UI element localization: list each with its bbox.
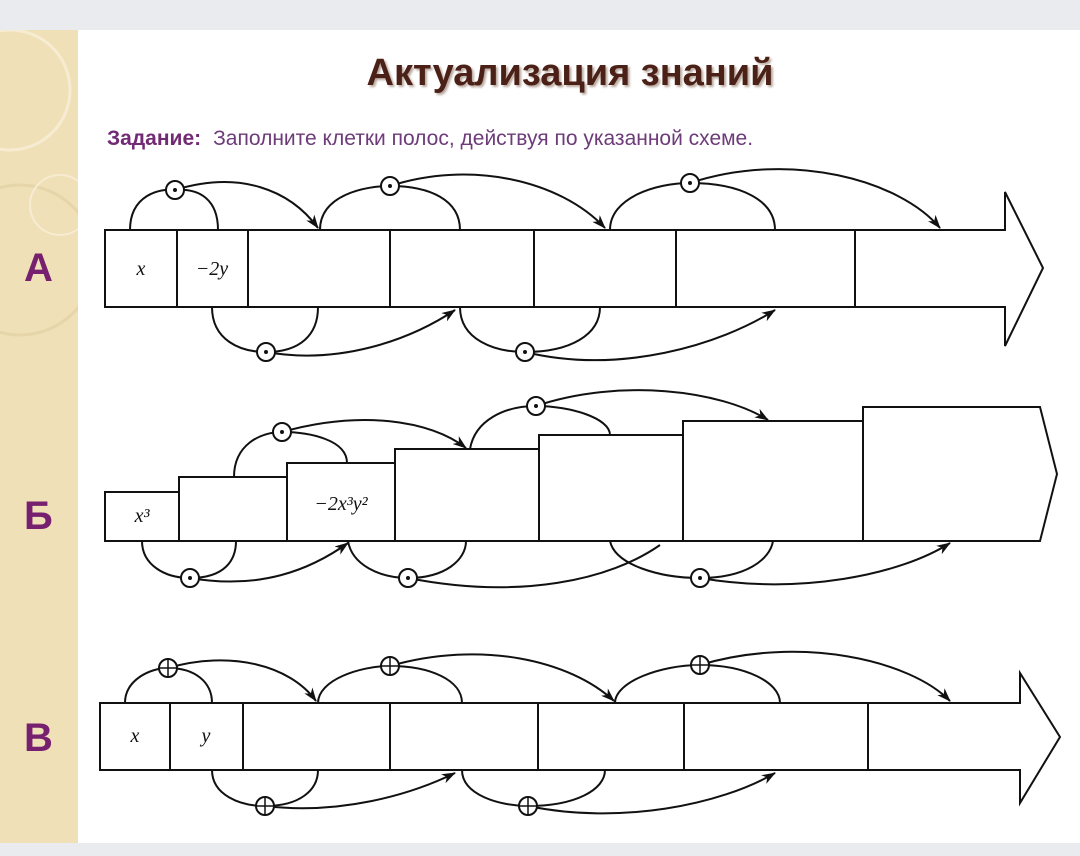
- multiply-operator-icon: [398, 568, 418, 588]
- strip-c-cell-1: x: [130, 725, 140, 747]
- task-label: Задание:: [107, 127, 202, 150]
- strip-c-arrow: [99, 669, 1062, 807]
- page-title: Актуализация знаний: [366, 52, 774, 94]
- plus-operator-icon: [380, 656, 400, 676]
- strip-label-c: В: [24, 716, 53, 760]
- multiply-operator-icon: [380, 176, 400, 196]
- multiply-operator-icon: [680, 173, 700, 193]
- strip-c-cell-2: y: [200, 725, 211, 747]
- multiply-operator-icon: [526, 396, 546, 416]
- strip-a-cell-1: x: [136, 258, 146, 280]
- strip-b: x³ −2x³y²: [104, 389, 1059, 589]
- strip-b-arrow: [104, 406, 1059, 542]
- multiply-operator-icon: [256, 342, 276, 362]
- strip-a-cell-2: −2y: [196, 258, 228, 280]
- multiply-operator-icon: [515, 342, 535, 362]
- strip-c: x y: [99, 650, 1062, 816]
- strip-a-arrow: [104, 191, 1045, 347]
- multiply-operator-icon: [690, 568, 710, 588]
- decorative-circles-icon: [0, 30, 78, 337]
- strip-a: x −2y: [104, 168, 1045, 362]
- task-text: Заполните клетки полос, действуя по указ…: [213, 127, 754, 150]
- task-instruction: Задание: Заполните клетки полос, действуя…: [107, 127, 753, 151]
- decorative-side-strip: [0, 30, 78, 843]
- plus-operator-icon: [690, 655, 710, 675]
- plus-operator-icon: [158, 658, 178, 678]
- plus-operator-icon: [518, 796, 538, 816]
- strip-b-cell-3: −2x³y²: [314, 493, 368, 515]
- multiply-operator-icon: [165, 180, 185, 200]
- strip-label-a: А: [24, 246, 53, 290]
- strip-b-cell-1: x³: [134, 505, 151, 527]
- multiply-operator-icon: [180, 568, 200, 588]
- strip-label-b: Б: [24, 494, 53, 538]
- plus-operator-icon: [255, 796, 275, 816]
- multiply-operator-icon: [272, 422, 292, 442]
